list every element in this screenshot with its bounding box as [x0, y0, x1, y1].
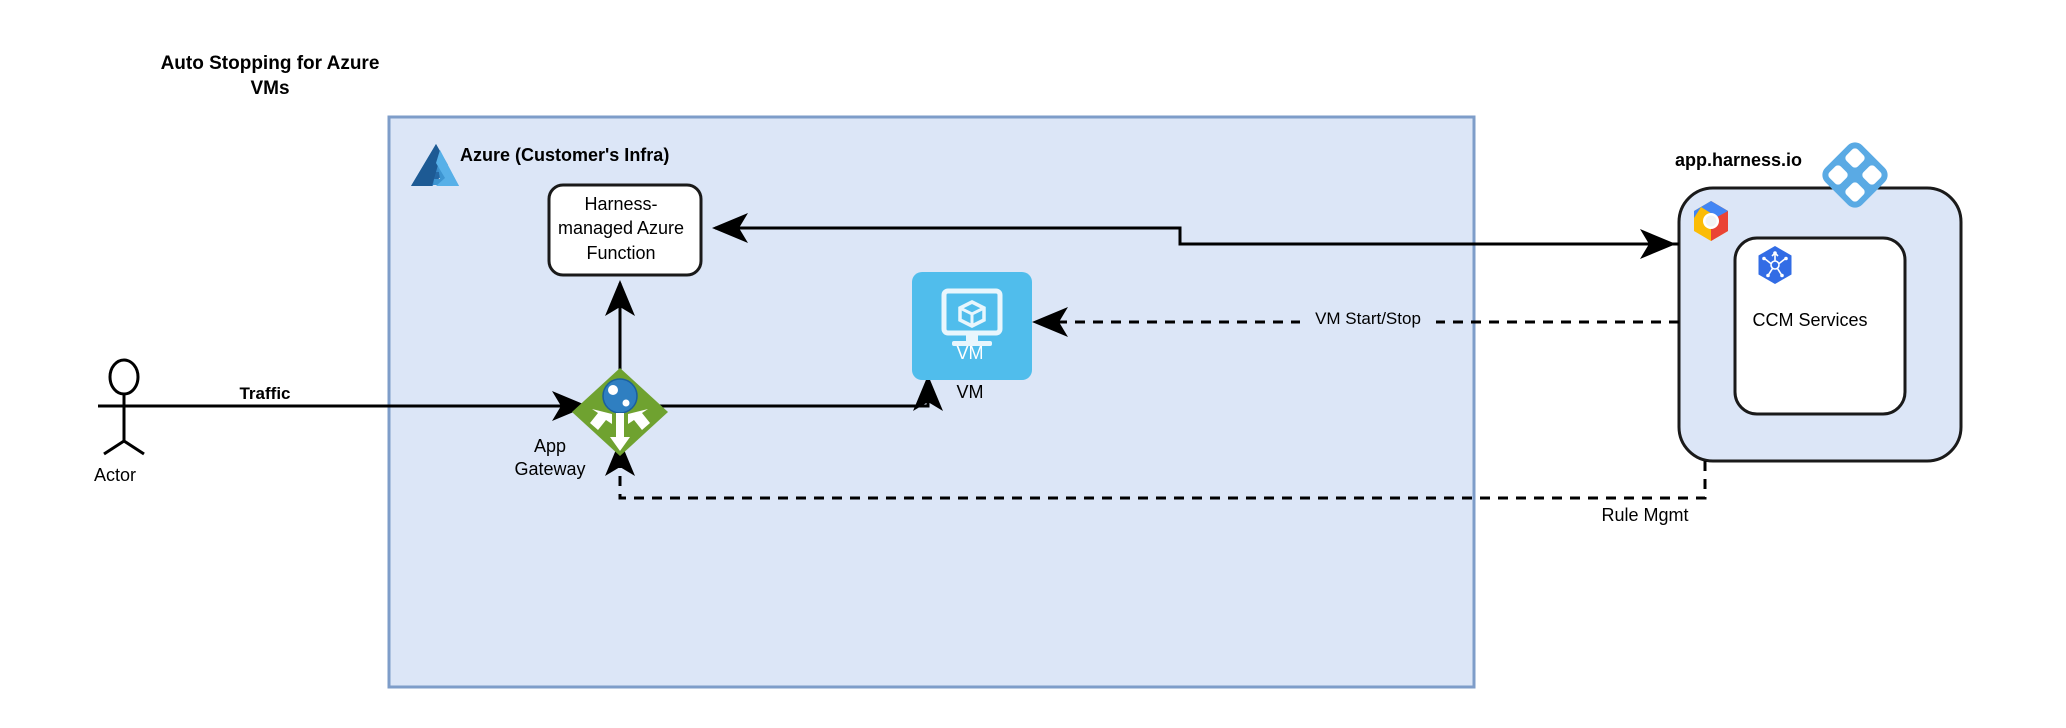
virtual-machine-icon [912, 272, 1032, 380]
vm-caption: VM [956, 382, 984, 402]
azure-function-box [547, 183, 703, 277]
ccm-services-label: CCM Services [1752, 310, 1868, 330]
kubernetes-icon [1758, 246, 1792, 284]
azure-zone-label: Azure (Customer's Infra) [460, 145, 670, 165]
azure-function-label: Harness- managed Azure Function [557, 194, 685, 263]
app-gateway-label: App Gateway [514, 436, 586, 480]
hexagon-cloud-icon [1694, 201, 1728, 241]
edge-label-vm-start-stop: VM Start/Stop [1300, 308, 1436, 330]
edge-gateway-to-vm [655, 375, 943, 411]
app-gateway-icon [572, 368, 668, 456]
vm-inner-label: VM [956, 343, 984, 363]
harness-zone-label: app.harness.io [1675, 150, 1803, 170]
azure-logo-icon [411, 144, 459, 186]
edge-ccm-to-gateway [605, 440, 1707, 500]
actor-stick-figure-icon [98, 358, 150, 456]
actor-label: Actor [93, 465, 136, 485]
page-title: Auto Stopping for Azure VMs [160, 53, 380, 99]
edge-label-traffic: Traffic [239, 384, 291, 403]
harness-logo-icon [1822, 142, 1888, 208]
edge-label-rule-mgmt: Rule Mgmt [1601, 505, 1689, 525]
